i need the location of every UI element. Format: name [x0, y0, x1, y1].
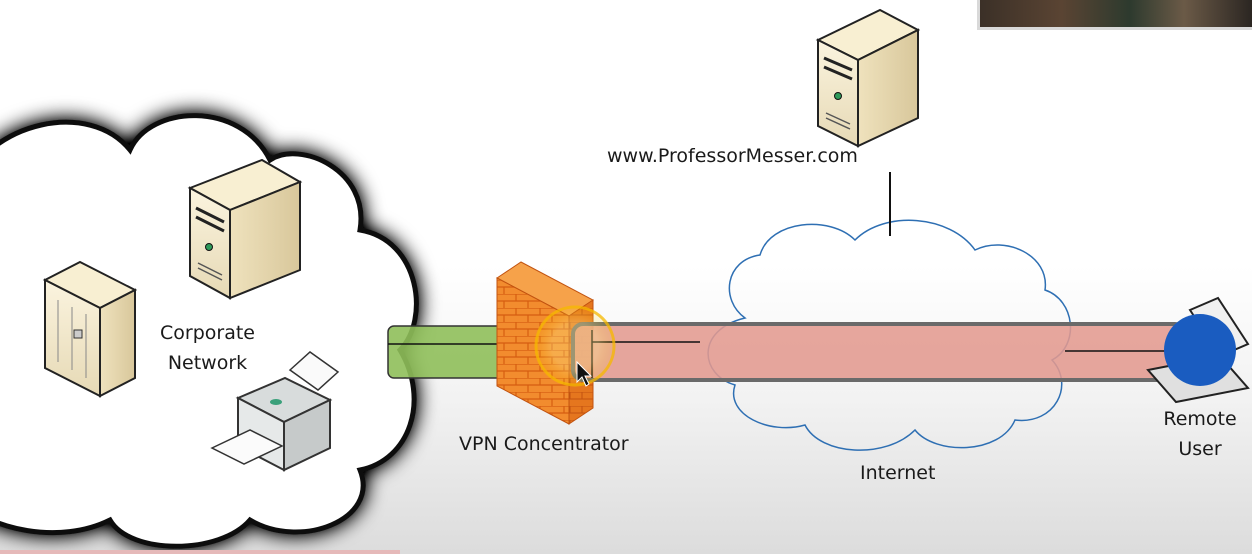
- corporate-network-label-line1: Corporate: [160, 322, 255, 344]
- webcam-overlay: [977, 0, 1252, 30]
- mouse-cursor-icon: [576, 360, 593, 387]
- bottom-accent-bar: [0, 550, 400, 554]
- highlight-ring: [534, 305, 616, 387]
- vpn-concentrator-label: VPN Concentrator: [459, 433, 629, 455]
- mainframe-icon: [42, 260, 138, 398]
- corporate-network-label-line2: Network: [167, 352, 248, 374]
- internet-label: Internet: [860, 462, 936, 484]
- remote-user-label-line1: Remote: [1163, 408, 1237, 430]
- printer-icon: [210, 351, 340, 472]
- remote-user-label-line2: User: [1178, 438, 1222, 460]
- web-server-label: www.ProfessorMesser.com: [607, 145, 858, 167]
- server-icon: [815, 8, 921, 148]
- remote-user-endpoint: [1164, 314, 1236, 386]
- local-tunnel-segment: [387, 325, 509, 379]
- encrypted-tunnel: [571, 322, 1187, 382]
- server-icon: [187, 158, 303, 300]
